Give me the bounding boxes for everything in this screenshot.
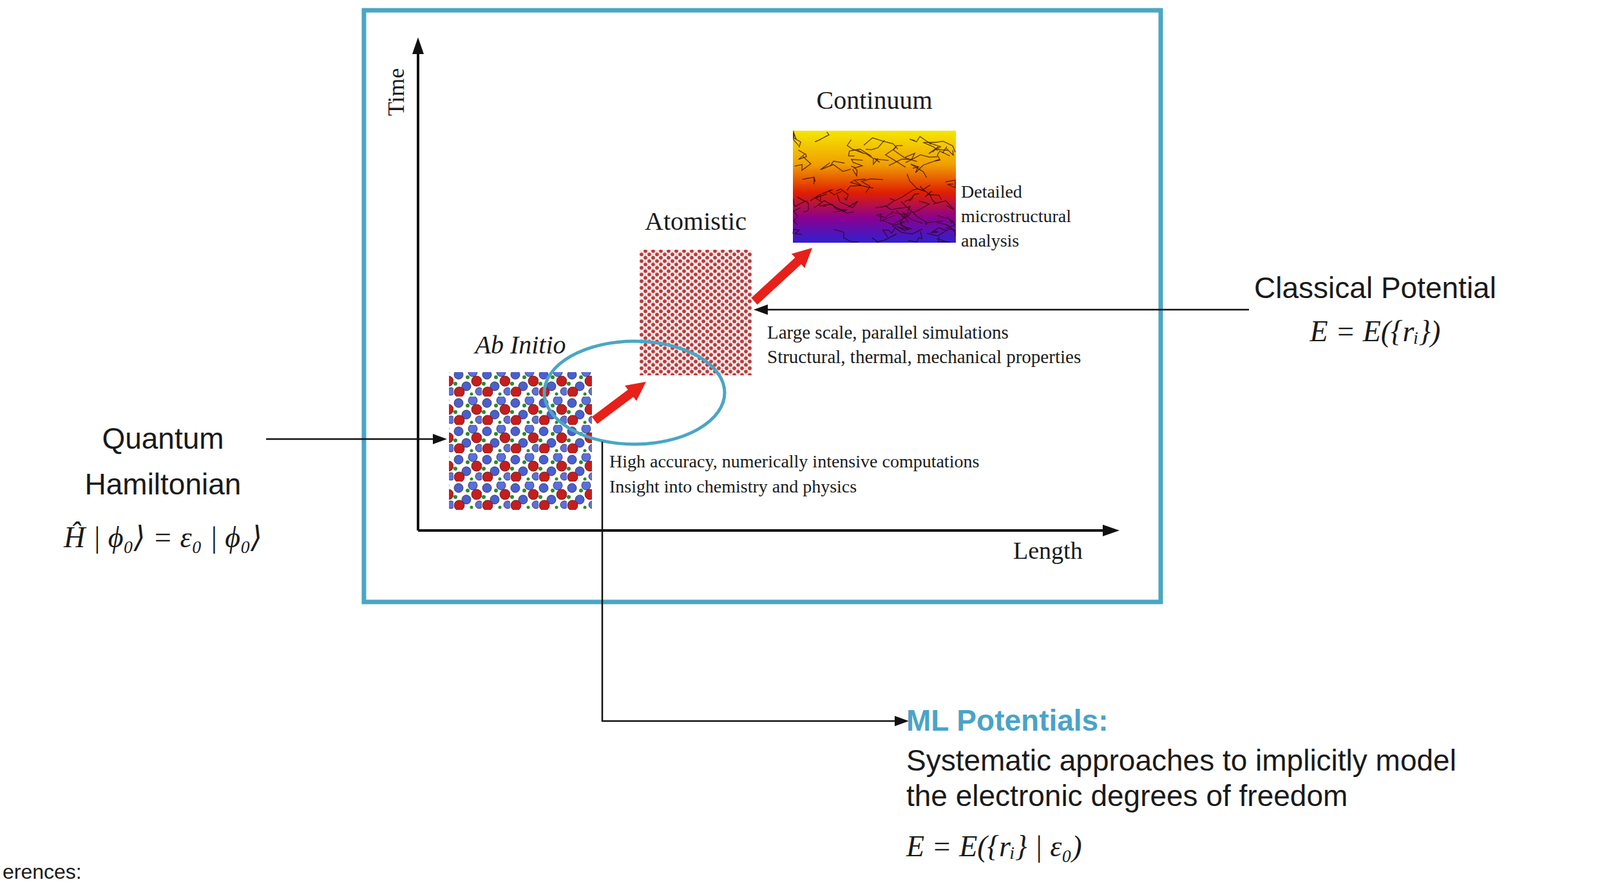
crack-line (942, 147, 954, 156)
crack-line (814, 200, 854, 214)
panel-title: Ab Initio (474, 331, 566, 360)
panel-description: Detailed microstructural analysis (961, 179, 1090, 254)
transition-arrow (594, 390, 634, 421)
crack-line (861, 179, 884, 193)
crack-line (945, 180, 956, 189)
crack-line (876, 211, 894, 222)
highlight-ellipse (544, 341, 725, 445)
crack-line (792, 229, 802, 235)
crack-line (894, 200, 930, 215)
crack-line (850, 166, 857, 176)
panel-title: Continuum (816, 86, 933, 115)
crack-line (872, 233, 897, 243)
crack-line (931, 228, 947, 234)
crack-line (834, 229, 859, 243)
ab-initio-panel: Ab InitioHigh accuracy, numerically inte… (448, 372, 592, 511)
crack-line (833, 209, 847, 213)
crack-line (908, 231, 923, 243)
panel-description: Insight into chemistry and physics (609, 474, 857, 500)
crack-line (830, 161, 845, 166)
axis-label: Time (382, 68, 410, 117)
crack-line (863, 137, 898, 150)
crack-line (910, 164, 927, 178)
atomistic-panel: AtomisticLarge scale, parallel simulatio… (639, 249, 752, 376)
crack-line (793, 208, 800, 225)
equation: E = E({rᵢ}) (1254, 309, 1497, 354)
crack-line (905, 154, 938, 163)
ab-initio-image (448, 372, 592, 511)
continuum-image (792, 130, 956, 243)
crack-line (847, 139, 865, 154)
callout-heading: Classical Potential (1254, 266, 1497, 310)
crack-line (909, 136, 931, 145)
crack-line (888, 153, 915, 166)
crack-line (928, 142, 941, 154)
crack-line (925, 220, 934, 225)
crack-line (793, 199, 808, 207)
leader-line (602, 441, 898, 722)
crack-line (906, 174, 931, 191)
axis-label: Length (1013, 536, 1083, 565)
crack-line (936, 236, 951, 243)
crack-line (915, 159, 940, 174)
crack-line (882, 226, 896, 238)
crack-line (798, 150, 807, 160)
axes (412, 37, 1120, 537)
panel-title: Atomistic (644, 207, 747, 236)
crack-line (836, 188, 848, 200)
transition-arrow (754, 258, 801, 302)
crack-line (814, 132, 829, 142)
continuum-panel: ContinuumDetailed microstructural analys… (792, 130, 956, 243)
pointer-arrow (765, 309, 1249, 312)
crack-line (793, 131, 801, 148)
crack-line (892, 221, 923, 234)
crack-line (864, 153, 879, 165)
crack-line (885, 146, 906, 168)
crack-line (820, 162, 851, 172)
crack-line (821, 190, 842, 196)
panel-description: High accuracy, numerically intensive com… (609, 448, 980, 475)
pointer-arrow (266, 438, 436, 441)
callout-heading: Quantum Hamiltonian (66, 416, 260, 508)
quantum-callout: Quantum Hamiltonian Ĥ | ϕ₀⟩ = ε₀ | ϕ₀⟩ (63, 416, 263, 558)
footer-note: erences: (2, 860, 82, 885)
crack-line (904, 193, 920, 203)
crack-line (894, 188, 925, 201)
crack-line (933, 200, 954, 210)
crack-line (819, 204, 837, 210)
crack-line (937, 215, 956, 229)
microstructure-texture (792, 131, 956, 243)
figure-frame (363, 10, 1161, 603)
crack-line (802, 177, 816, 185)
callout-heading: ML Potentials: (906, 702, 1483, 740)
panel-description: Structural, thermal, mechanical properti… (767, 344, 1081, 370)
crack-line (920, 186, 936, 203)
classical-callout: Classical PotentialE = E({rᵢ}) (1254, 266, 1497, 354)
crack-line (882, 210, 905, 225)
panel-description: Large scale, parallel simulations (767, 320, 1009, 345)
callout-body: Systematic approaches to implicitly mode… (906, 743, 1483, 815)
ml-callout: ML Potentials:Systematic approaches to i… (906, 702, 1483, 866)
crack-line (935, 151, 951, 162)
equation: E = E({rᵢ} | ε₀) (906, 828, 1483, 866)
crack-line (875, 198, 895, 209)
equation: Ĥ | ϕ₀⟩ = ε₀ | ϕ₀⟩ (63, 518, 263, 558)
crack-line (794, 156, 811, 171)
